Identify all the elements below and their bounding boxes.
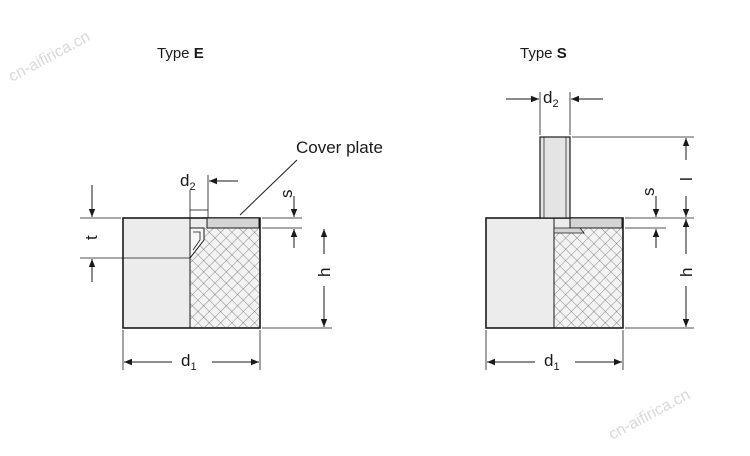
type-s-s-label: s	[639, 188, 658, 197]
type-s-h-label: h	[677, 268, 696, 277]
type-e-t-label: t	[82, 235, 101, 240]
type-e-bore-top	[189, 209, 209, 219]
type-e-s-label: s	[277, 190, 296, 199]
type-s-rubber-section	[554, 228, 622, 327]
type-e-title: Type E	[157, 45, 204, 62]
type-e-bore	[189, 227, 205, 260]
cover-plate-leader	[239, 159, 298, 216]
type-s-stud-base	[553, 227, 585, 234]
type-e-drawing: Type E Cover plate d2 s h	[80, 45, 383, 373]
type-e-bore-thread	[192, 231, 201, 251]
type-s-plate	[569, 217, 623, 229]
type-s-d1-label: d1	[544, 351, 560, 373]
type-s-drawing: Type S d2 l s h	[485, 45, 696, 373]
watermark-left: cn-aifirica.cn	[6, 28, 93, 85]
type-e-rubber-section	[190, 228, 259, 327]
watermark-right: cn-aifirica.cn	[606, 386, 693, 443]
type-e-cover-plate	[206, 217, 260, 229]
type-e-d1-label: d1	[181, 351, 197, 373]
type-e-d2-label: d2	[180, 171, 196, 193]
type-s-stud	[539, 136, 571, 219]
type-e-h-label: h	[315, 268, 334, 277]
type-s-d2-label: d2	[543, 88, 559, 110]
type-s-title: Type S	[520, 45, 567, 62]
cover-plate-label: Cover plate	[296, 138, 383, 157]
type-s-l-label: l	[677, 177, 696, 181]
